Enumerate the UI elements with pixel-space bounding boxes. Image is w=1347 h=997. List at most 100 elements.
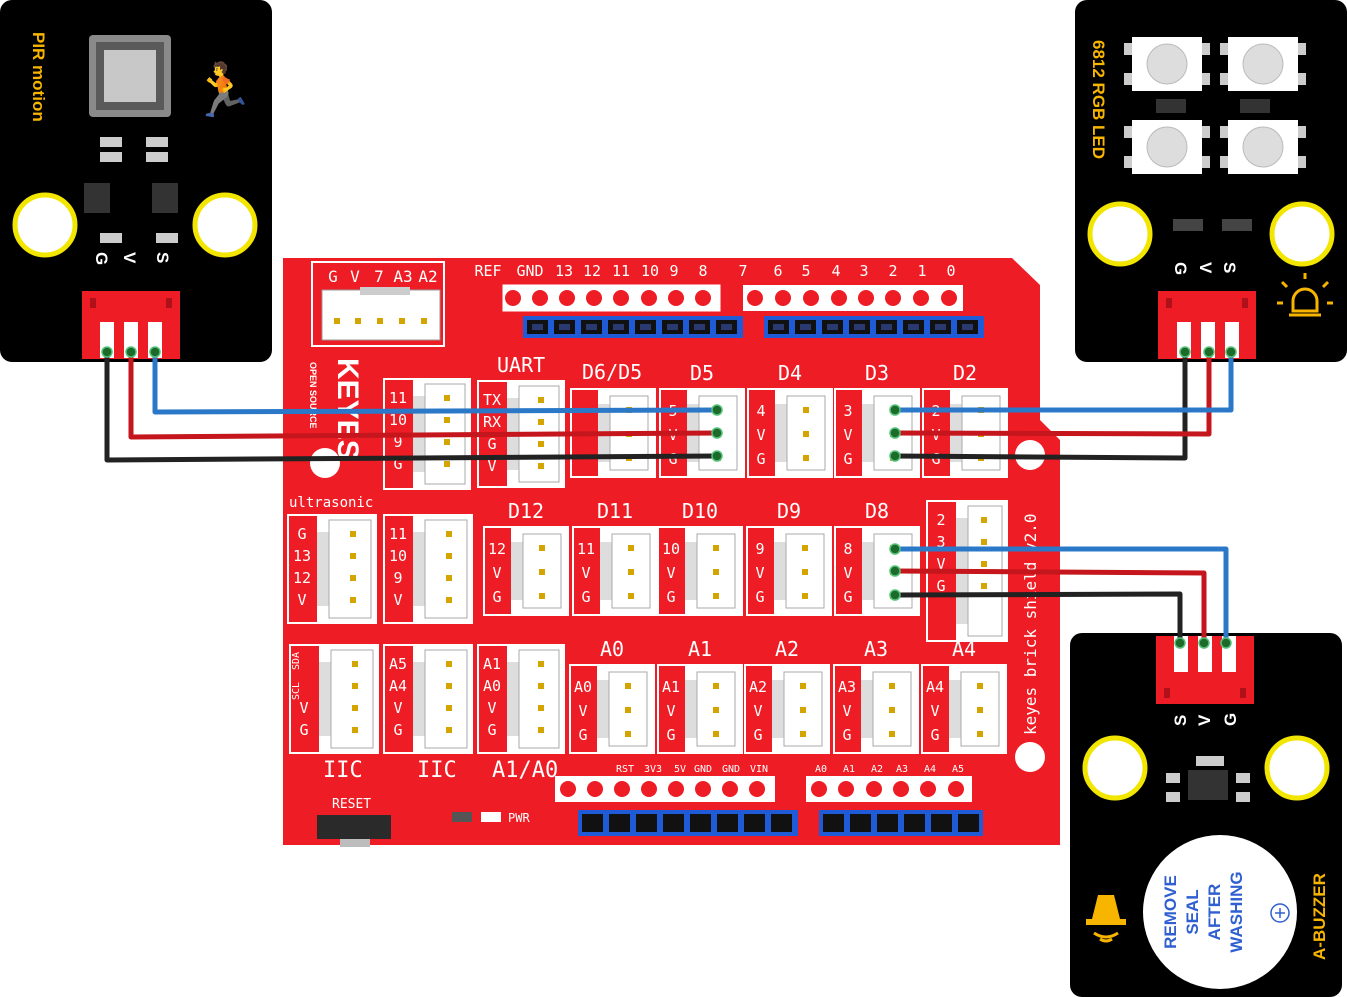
port-pin-label: G: [931, 450, 940, 468]
port-pin-label: 11: [389, 389, 407, 407]
port-pin-label: A1: [662, 678, 680, 696]
header-pin: [641, 290, 657, 306]
port-pin-label: G: [581, 588, 590, 606]
port-pin-label: 11: [389, 525, 407, 543]
connector-pin: [803, 455, 809, 461]
analog-header-label: A4: [924, 764, 936, 775]
top-header-label: 13: [555, 262, 573, 280]
connector-pin: [802, 545, 808, 551]
header-pin: [613, 290, 629, 306]
header-pin: [747, 290, 763, 306]
port-pin-label: G: [393, 721, 402, 739]
header-pin: [803, 290, 819, 306]
top-header-label: 10: [641, 262, 659, 280]
module-pin-label: V: [1196, 262, 1215, 274]
connector-pin: [446, 597, 452, 603]
wire-end-dot: [889, 427, 901, 439]
socket-pin: [931, 814, 952, 832]
connector-pin: [446, 661, 452, 667]
port-title: D5: [690, 361, 714, 385]
port-pin-label: 10: [389, 411, 407, 429]
wire-end-dot: [711, 450, 723, 462]
pir-power-wire: [128, 349, 720, 440]
connector-pin: [350, 553, 356, 559]
port-pin-label: A0: [574, 678, 592, 696]
port-pin-label: G: [393, 455, 402, 473]
port-pin-label: A2: [749, 678, 767, 696]
mount-hole: [1015, 742, 1045, 772]
iic-sda-label: SDA: [291, 652, 302, 670]
pir-signal-wire: [152, 349, 720, 415]
analog-header-label: A3: [896, 764, 908, 775]
analog-header-label: A5: [952, 764, 964, 775]
wire-end-dot: [1225, 346, 1237, 358]
socket-pin: [958, 814, 979, 832]
port-pin-label: V: [393, 699, 402, 717]
port-pin-label: A4: [926, 678, 944, 696]
top-pin-header: [502, 284, 984, 338]
header-pin: [614, 781, 630, 797]
port-pin-label: 4: [756, 402, 765, 420]
port-title: A2: [775, 637, 799, 661]
pwr-label: PWR: [508, 811, 530, 825]
port-pin-label: 3: [936, 533, 945, 551]
header-pin: [532, 290, 548, 306]
connector-pin: [889, 683, 895, 689]
connector-pin: [981, 539, 987, 545]
header-pin: [775, 290, 791, 306]
header-pin: [920, 781, 936, 797]
iic2-title: IIC: [417, 758, 457, 783]
connector-pin: [377, 318, 383, 324]
header-pin: [893, 781, 909, 797]
connector-pin: [538, 705, 544, 711]
wire-end-dot: [149, 346, 161, 358]
top-header-label: 9: [669, 262, 678, 280]
port-pin-label: RX: [483, 413, 501, 431]
connector-pin: [446, 705, 452, 711]
header-pin: [948, 781, 964, 797]
pir-module: 🏃: [0, 0, 272, 362]
buzzer-module: [1070, 633, 1342, 997]
port-pin-label: A3: [838, 678, 856, 696]
top-header-label: 7: [738, 262, 747, 280]
top-header-label: 4: [831, 262, 840, 280]
buzzer-ground-wire: [892, 591, 1183, 646]
connector-pin: [350, 597, 356, 603]
connector-pin: [981, 517, 987, 523]
wire-end-dot: [101, 346, 113, 358]
port-pin-label: V: [842, 702, 851, 720]
header-pin: [641, 781, 657, 797]
rgb-module: [1075, 0, 1347, 362]
wire-end-dot: [711, 427, 723, 439]
header-pin: [560, 781, 576, 797]
top-header-label: REF: [474, 262, 501, 280]
module-pin-label: S: [1220, 262, 1239, 273]
bell-icon: [1086, 895, 1126, 943]
connector-pin: [446, 575, 452, 581]
port-pin-label: G: [297, 525, 306, 543]
reset-button[interactable]: [317, 815, 391, 847]
sticker-line: WASHING: [1227, 871, 1246, 952]
connector-pin: [977, 707, 983, 713]
port-pin-label: G: [755, 588, 764, 606]
socket-pin: [904, 814, 925, 832]
connector-pin: [625, 731, 631, 737]
port-pin-label: G: [930, 726, 939, 744]
port-pin-label: V: [843, 426, 852, 444]
top-header-label: 0: [946, 262, 955, 280]
header-pin: [858, 290, 874, 306]
connector-pin: [355, 318, 361, 324]
module-pin-label: G: [92, 252, 111, 265]
running-man-icon: 🏃: [190, 60, 255, 121]
port-title: D2: [953, 361, 977, 385]
port-pin-label: G: [492, 588, 501, 606]
connector-pin: [399, 318, 405, 324]
socket-pin: [636, 814, 657, 832]
port-pin-label: V: [299, 699, 308, 717]
port-title: D12: [508, 499, 544, 523]
wire-end-dot: [711, 404, 723, 416]
port-pin-label: 8: [843, 540, 852, 558]
